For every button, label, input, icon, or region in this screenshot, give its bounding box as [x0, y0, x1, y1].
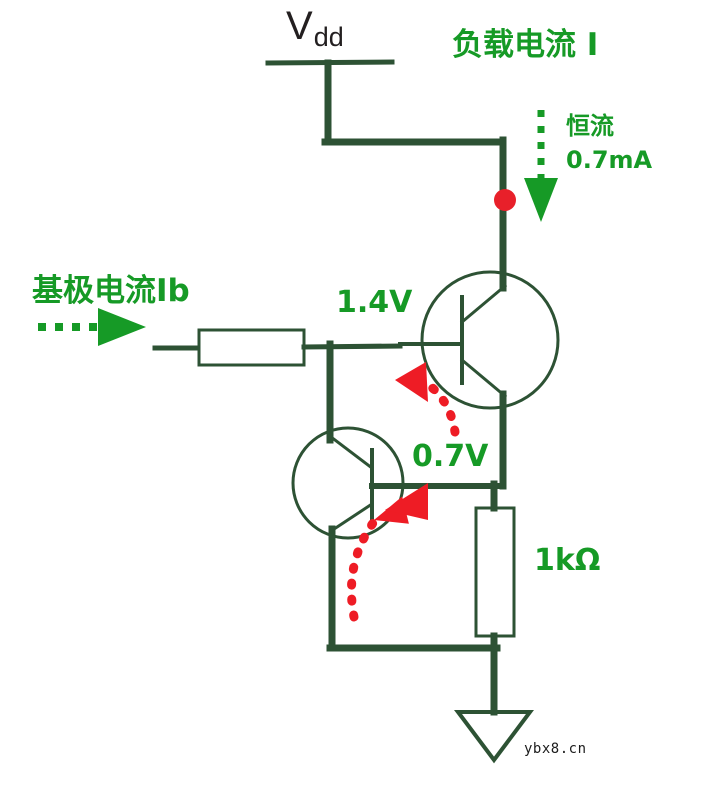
load-current-arrow: [524, 110, 558, 222]
feedback-arrow-upper: [395, 362, 460, 437]
base-current-arrow: [38, 308, 146, 346]
transistor-q1-collector-lead: [459, 283, 508, 325]
base-resistor-out-wire: [301, 343, 403, 350]
supply-label-subscript: dd: [313, 22, 344, 52]
ground-symbol: [454, 710, 534, 764]
emitter-resistor-body: [474, 506, 516, 638]
feedback-arrow-lower: [346, 483, 428, 622]
watermark-label: ybx8.cn: [524, 741, 587, 757]
transistor-q1-body: [420, 270, 560, 410]
transistor-q1-emitter-lead: [459, 357, 508, 399]
constant-current-label: 恒流: [566, 112, 614, 140]
resistor-value-label: 1kΩ: [534, 543, 601, 578]
node-voltage-upper-label: 1.4V: [336, 285, 413, 320]
constant-current-value: 0.7mA: [566, 146, 653, 174]
load-current-label: 负载电流 I: [452, 27, 599, 63]
supply-label: Vdd: [286, 4, 344, 51]
transistor-q2-collector-lead: [328, 434, 375, 471]
node-voltage-lower-label: 0.7V: [412, 439, 489, 474]
junction-node-dot: [494, 189, 516, 211]
supply-label-main: V: [286, 4, 313, 48]
transistor-q2-emitter-lead: [328, 501, 375, 534]
base-resistor-body: [197, 328, 306, 367]
base-current-label: 基极电流Ib: [32, 273, 190, 309]
